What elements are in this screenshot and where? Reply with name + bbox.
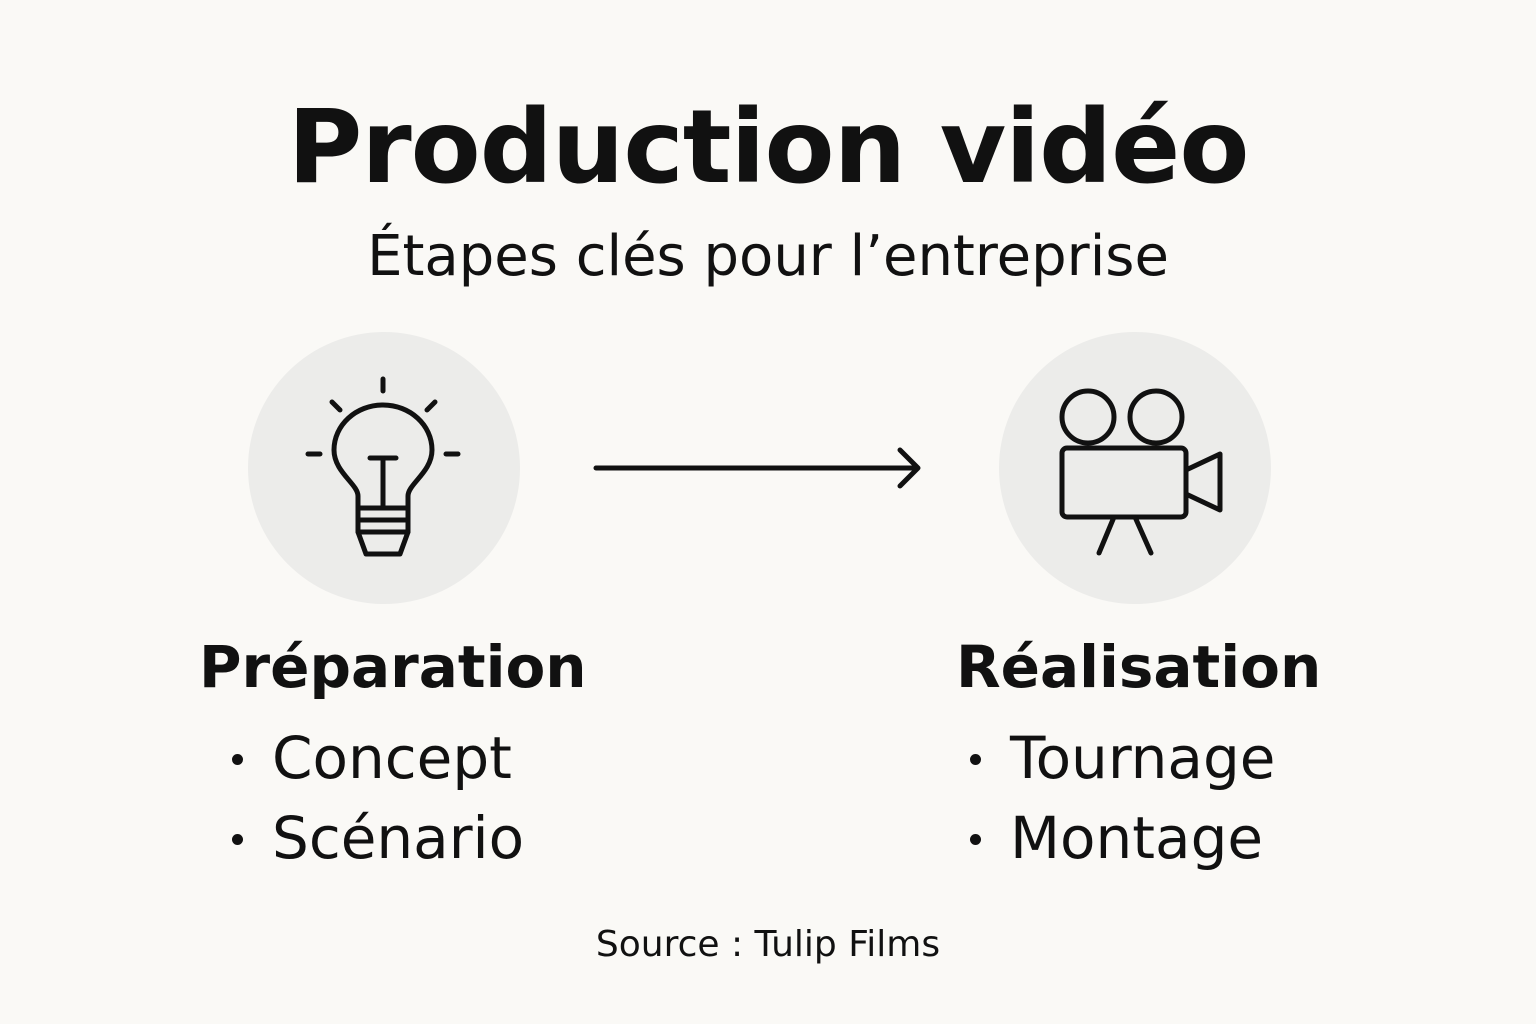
list-item: Tournage (970, 718, 1275, 798)
film-camera-icon (1059, 388, 1223, 556)
list-item: Concept (232, 718, 524, 798)
list-item-label: Tournage (1010, 724, 1276, 792)
step-title-preparation: Préparation (199, 633, 587, 701)
preparation-list: Concept Scénario (232, 718, 524, 878)
list-item-label: Concept (272, 724, 512, 792)
list-item-label: Scénario (272, 804, 525, 872)
page-subtitle: Étapes clés pour l’entreprise (367, 224, 1169, 289)
source-caption: Source : Tulip Films (595, 924, 941, 965)
flow-arrow (593, 447, 921, 489)
bullet-icon (232, 754, 243, 765)
realisation-list: Tournage Montage (970, 718, 1275, 878)
list-item: Scénario (232, 798, 524, 878)
preparation-icon-circle (248, 332, 520, 604)
bullet-icon (970, 754, 981, 765)
page-title: Production vidéo (287, 88, 1250, 207)
bullet-icon (232, 834, 243, 845)
list-item: Montage (970, 798, 1275, 878)
realisation-icon-circle (999, 332, 1271, 604)
bullet-icon (970, 834, 981, 845)
list-item-label: Montage (1010, 804, 1264, 872)
step-title-realisation: Réalisation (956, 633, 1322, 701)
lightbulb-icon (305, 376, 461, 557)
